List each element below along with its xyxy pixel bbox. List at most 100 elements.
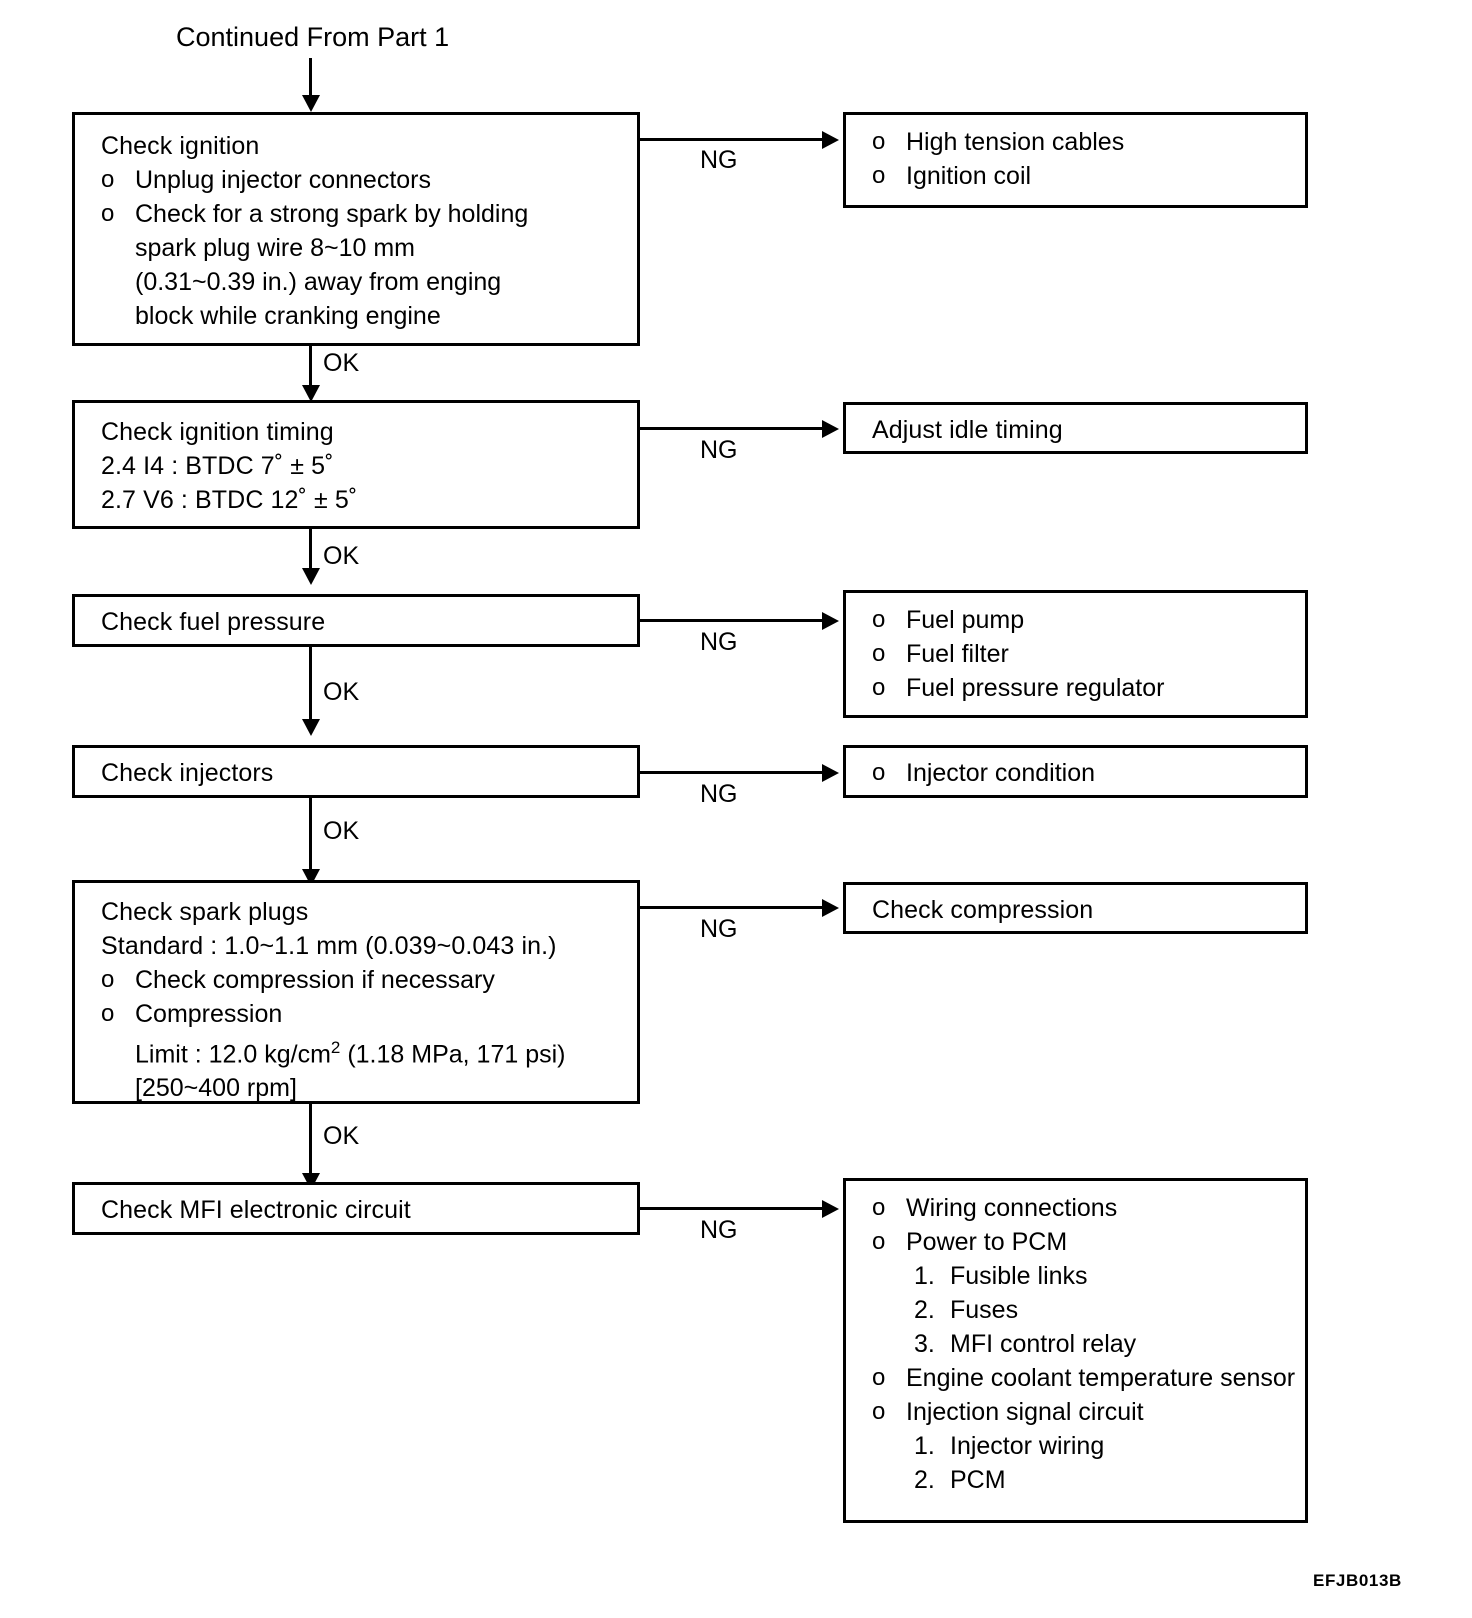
edge-label-ok: OK (323, 349, 360, 377)
bullet-continuation: spark plug wire 8~10 mm (135, 234, 415, 262)
number-marker: 1. (914, 1432, 935, 1460)
list-item: o Compression (101, 997, 637, 1031)
sub-list-item: 3. MFI control relay (872, 1327, 1305, 1361)
limit-prefix: Limit : 12.0 kg/cm (135, 1040, 331, 1069)
list-item: o Check for a strong spark by holding (101, 197, 637, 231)
bullet-marker: o (872, 606, 886, 633)
step-box-check-ignition-timing[interactable]: Check ignition timing 2.4 I4 : BTDC 7˚ ±… (72, 400, 640, 529)
ng-arrow-head-2 (822, 420, 839, 438)
step-box-check-spark-plugs[interactable]: Check spark plugs Standard : 1.0~1.1 mm … (72, 880, 640, 1104)
list-item: o Injection signal circuit (872, 1395, 1305, 1429)
edge-label-ng: NG (700, 146, 738, 174)
list-item: o Power to PCM (872, 1225, 1305, 1259)
number-marker: 1. (914, 1262, 935, 1290)
list-item: o Wiring connections (872, 1191, 1305, 1225)
bullet-marker: o (872, 759, 886, 786)
sub-list-item: 2. Fuses (872, 1293, 1305, 1327)
ok-connector-5 (309, 1104, 312, 1176)
bullet-marker: o (101, 1000, 115, 1027)
list-item: o Unplug injector connectors (101, 163, 637, 197)
outcome-box-check-compression[interactable]: Check compression (843, 882, 1308, 934)
list-item: o Check compression if necessary (101, 963, 637, 997)
ng-connector-2 (640, 427, 826, 430)
outcome-heading: Adjust idle timing (872, 416, 1063, 444)
edge-label-ng: NG (700, 780, 738, 808)
bullet-text: Compression (135, 1000, 283, 1028)
ok-connector-4 (309, 798, 312, 872)
ng-arrow-head-6 (822, 1200, 839, 1218)
step-box-check-injectors[interactable]: Check injectors (72, 745, 640, 798)
outcome-box-mfi-faults[interactable]: o Wiring connections o Power to PCM 1. F… (843, 1178, 1308, 1523)
bullet-marker: o (872, 1228, 886, 1255)
list-item: o Ignition coil (872, 159, 1305, 193)
sub-item-text: MFI control relay (950, 1330, 1137, 1358)
bullet-text: Engine coolant temperature sensor (906, 1364, 1296, 1392)
figure-code: EFJB013B (1313, 1571, 1402, 1590)
limit-superscript: 2 (330, 1038, 341, 1057)
ng-connector-1 (640, 138, 826, 141)
list-item: o Fuel pump (872, 603, 1305, 637)
step-heading: Check injectors (101, 759, 274, 787)
limit-suffix: (1.18 MPa, 171 psi) (340, 1040, 566, 1069)
sub-list-item: 1. Fusible links (872, 1259, 1305, 1293)
edge-label-ok: OK (323, 678, 360, 706)
step-box-check-mfi-electronic-circuit[interactable]: Check MFI electronic circuit (72, 1182, 640, 1235)
edge-label-ng: NG (700, 915, 738, 943)
limit-spec: Limit : 12.0 kg/cm2 (1.18 MPa, 171 psi) (101, 1031, 637, 1071)
bullet-text: Power to PCM (906, 1228, 1068, 1256)
bullet-marker: o (872, 674, 886, 701)
outcome-box-fuel-faults[interactable]: o Fuel pump o Fuel filter o Fuel pressur… (843, 590, 1308, 718)
bullet-marker: o (101, 166, 115, 193)
bullet-marker: o (872, 1398, 886, 1425)
step-heading: Check ignition timing (101, 418, 334, 446)
edge-label-ng: NG (700, 1216, 738, 1244)
ng-arrow-head-1 (822, 131, 839, 149)
list-item: o Engine coolant temperature sensor (872, 1361, 1305, 1395)
bullet-text: High tension cables (906, 128, 1125, 156)
ng-arrow-head-4 (822, 764, 839, 782)
standard-spec: Standard : 1.0~1.1 mm (0.039~0.043 in.) (101, 932, 557, 960)
bullet-marker: o (872, 162, 886, 189)
sub-item-text: Injector wiring (950, 1432, 1105, 1460)
number-marker: 2. (914, 1296, 935, 1324)
bullet-text: Fuel pump (906, 606, 1025, 634)
step-box-check-fuel-pressure[interactable]: Check fuel pressure (72, 594, 640, 647)
step-heading: Check spark plugs (101, 898, 309, 926)
list-item: o Injector condition (872, 756, 1305, 790)
bullet-text: Wiring connections (906, 1194, 1118, 1222)
bullet-text: Fuel filter (906, 640, 1009, 668)
outcome-box-injector-faults[interactable]: o Injector condition (843, 745, 1308, 798)
outcome-box-ignition-faults[interactable]: o High tension cables o Ignition coil (843, 112, 1308, 208)
edge-label-ng: NG (700, 628, 738, 656)
bullet-text: Injection signal circuit (906, 1398, 1144, 1426)
step-heading: Check ignition (101, 132, 260, 160)
number-marker: 3. (914, 1330, 935, 1358)
bullet-text: Unplug injector connectors (135, 166, 431, 194)
ok-connector-2 (309, 529, 312, 571)
step-box-check-ignition[interactable]: Check ignition o Unplug injector connect… (72, 112, 640, 346)
ng-arrow-head-3 (822, 612, 839, 630)
list-item: o Fuel filter (872, 637, 1305, 671)
spec-line: 2.4 I4 : BTDC 7˚ ± 5˚ (101, 452, 334, 480)
bullet-marker: o (101, 200, 115, 227)
ok-connector-1 (309, 346, 312, 388)
bullet-text: Ignition coil (906, 162, 1032, 190)
ng-arrow-head-5 (822, 899, 839, 917)
sub-item-text: PCM (950, 1466, 1006, 1494)
entry-connector-line (309, 58, 312, 98)
entry-arrow-head (302, 95, 320, 112)
number-marker: 2. (914, 1466, 935, 1494)
ng-connector-3 (640, 619, 826, 622)
edge-label-ok: OK (323, 542, 360, 570)
bullet-marker: o (872, 1364, 886, 1391)
sub-item-text: Fuses (950, 1296, 1019, 1324)
bullet-marker: o (101, 966, 115, 993)
list-item: o Fuel pressure regulator (872, 671, 1305, 705)
ng-connector-5 (640, 906, 826, 909)
ok-connector-3 (309, 647, 312, 722)
edge-label-ng: NG (700, 436, 738, 464)
outcome-box-adjust-idle-timing[interactable]: Adjust idle timing (843, 402, 1308, 454)
spec-line: 2.7 V6 : BTDC 12˚ ± 5˚ (101, 486, 358, 514)
sub-item-text: Fusible links (950, 1262, 1088, 1290)
